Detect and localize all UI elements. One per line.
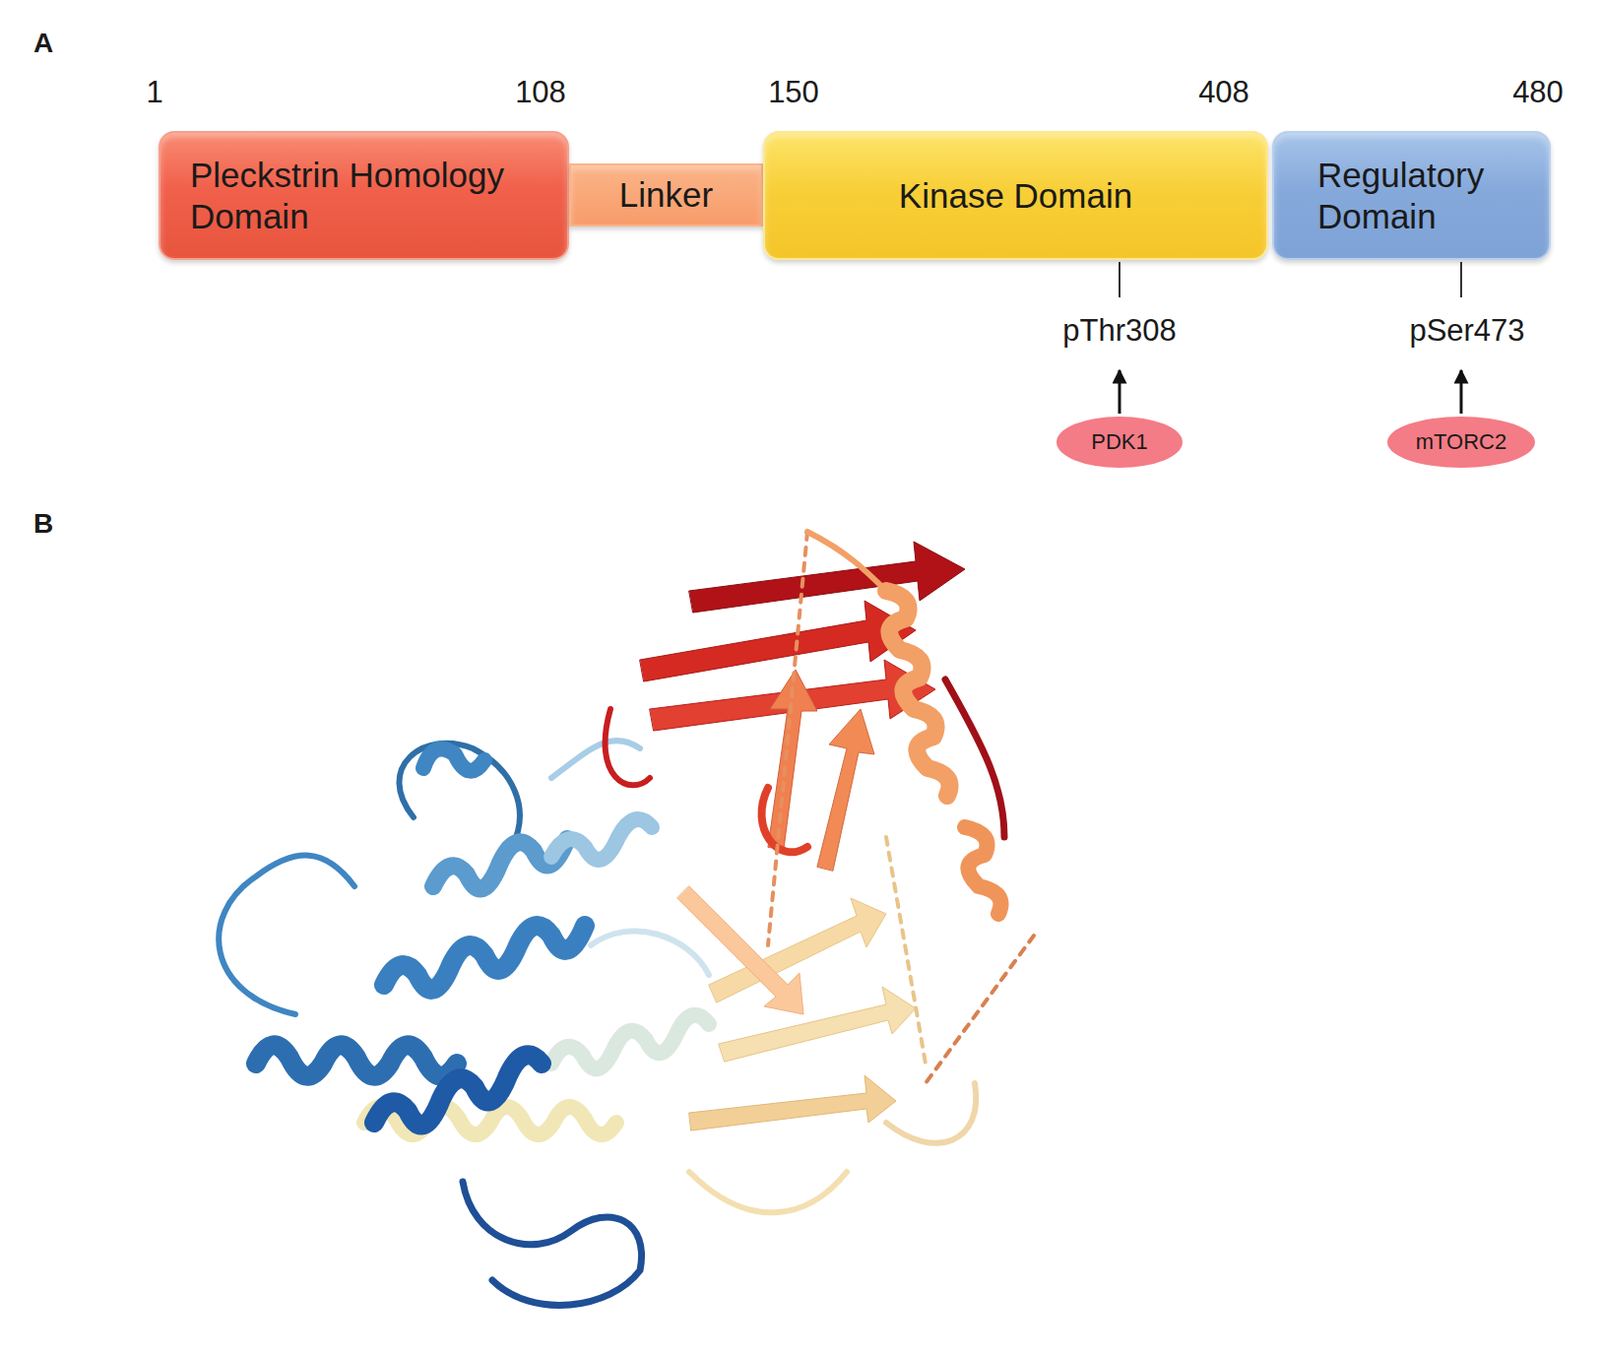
kinase-name: PDK1 <box>1090 429 1148 455</box>
domain-box: Kinase Domain <box>763 130 1269 260</box>
domain-name: Linker <box>619 174 713 216</box>
residue-number: 480 <box>1512 74 1564 111</box>
panel-letter: B <box>33 508 54 540</box>
site-label: pThr308 <box>1062 313 1176 349</box>
residue-number: 408 <box>1198 74 1250 111</box>
kinase-name: mTORC2 <box>1415 429 1508 455</box>
site-label: pSer473 <box>1408 313 1525 349</box>
kinase-ellipse: mTORC2 <box>1387 416 1536 468</box>
domain-box: Pleckstrin Homology Domain <box>158 130 570 260</box>
residue-number: 108 <box>514 74 567 111</box>
site-ticks <box>1119 261 1462 298</box>
domain-box: Regulatory Domain <box>1272 130 1551 260</box>
phospho-arrows <box>1119 370 1462 414</box>
domain-box: Linker <box>569 163 764 227</box>
domain-name: Pleckstrin Homology Domain <box>190 154 506 238</box>
kinase-ellipse: PDK1 <box>1056 416 1183 468</box>
panel-letter: A <box>33 27 54 60</box>
domain-name: Kinase Domain <box>898 175 1133 217</box>
protein-ribbon <box>218 531 1034 1305</box>
domain-name: Regulatory Domain <box>1317 154 1506 238</box>
residue-number: 1 <box>145 74 163 111</box>
residue-number: 150 <box>768 74 820 111</box>
